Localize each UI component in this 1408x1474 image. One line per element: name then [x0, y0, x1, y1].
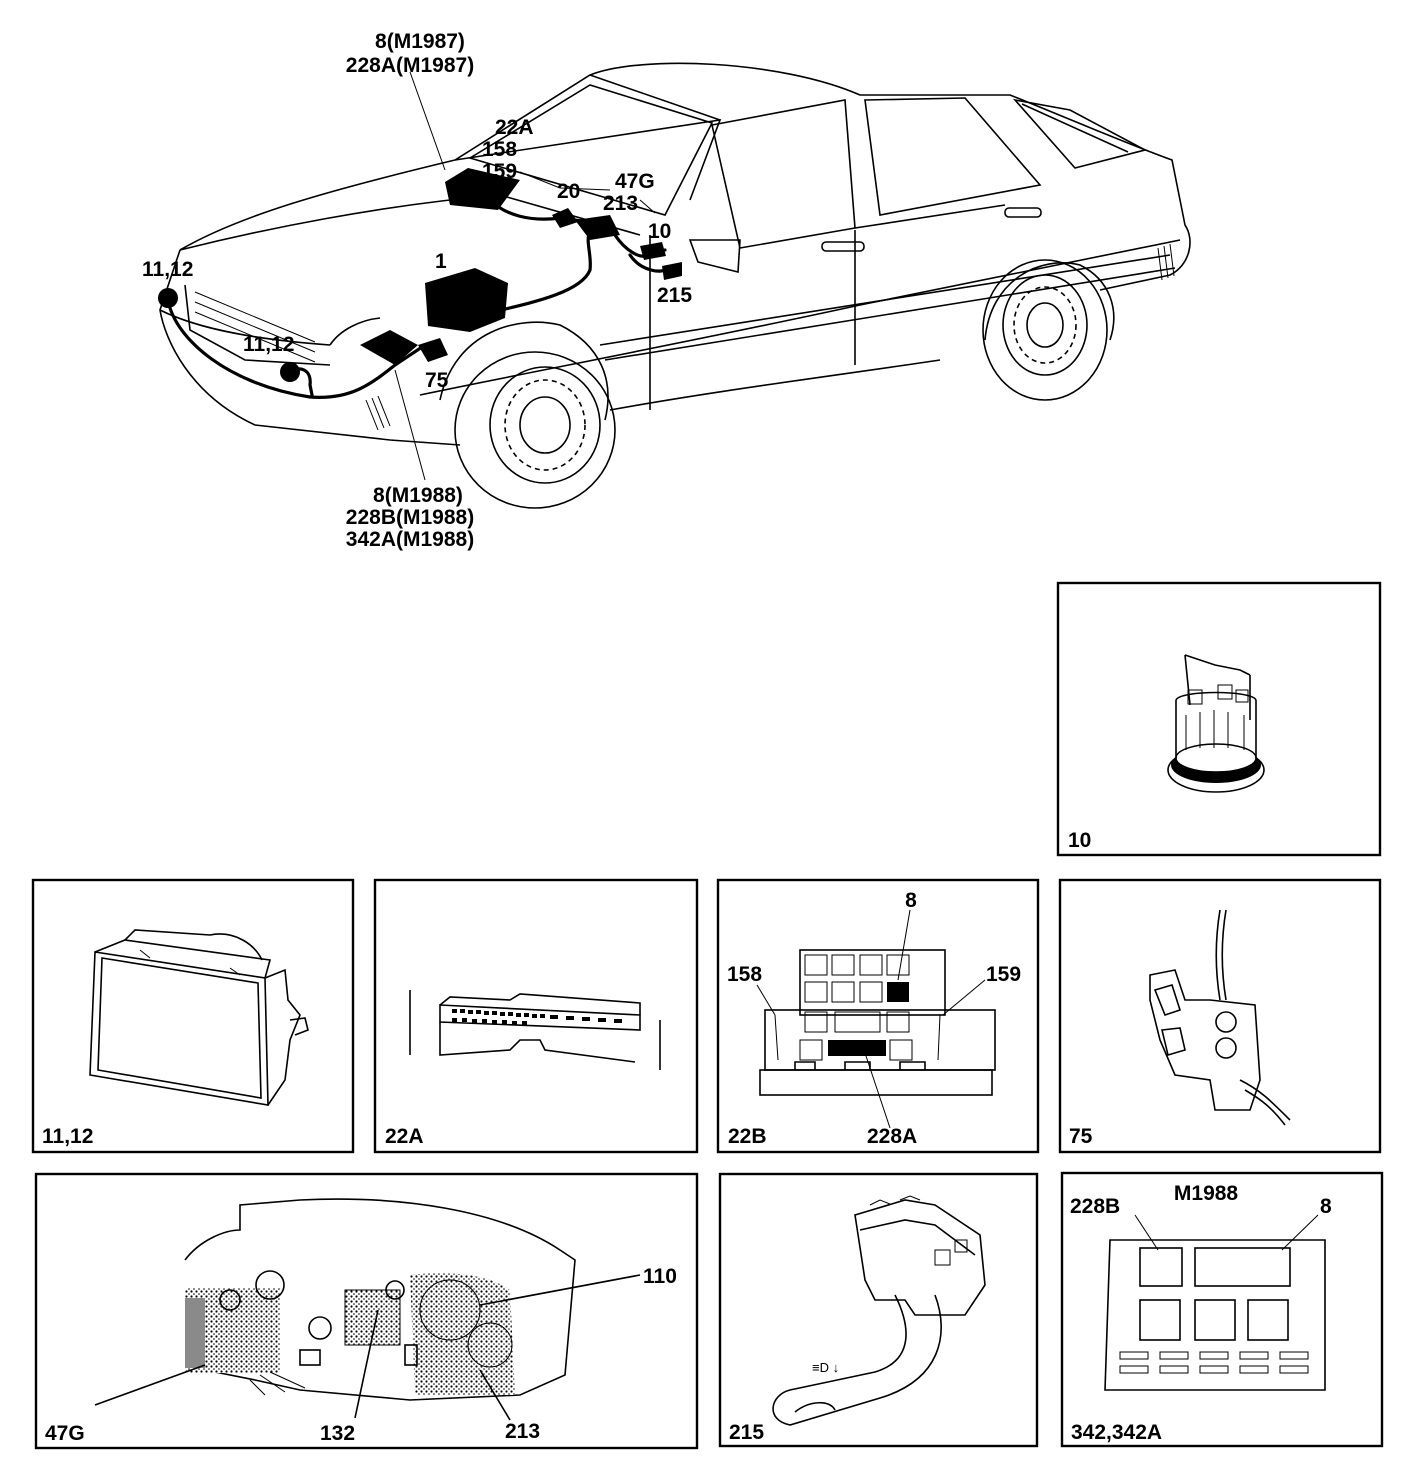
caption-10: 10 [1068, 829, 1091, 852]
label-11-12-right: 11,12 [243, 333, 294, 356]
label-47g-110: 110 [643, 1265, 677, 1288]
panel-75: 75 [1058, 878, 1382, 1154]
label-159: 159 [482, 160, 517, 183]
label-22b-228a: 228A [867, 1125, 917, 1148]
caption-47g: 47G [45, 1422, 85, 1445]
label-75: 75 [425, 369, 449, 392]
label-47g-213: 213 [505, 1420, 540, 1443]
relay-228a [828, 1040, 886, 1056]
panel-47g: 110 132 213 47G [34, 1172, 699, 1450]
headlamp-illustration [89, 929, 309, 1106]
headlamp-left-connector [158, 288, 178, 308]
label-47g: 47G [615, 170, 655, 193]
instrument-cluster-illustration [94, 1198, 641, 1421]
caption-11-12: 11,12 [42, 1125, 93, 1148]
rear-wheel [982, 259, 1115, 401]
label-215: 215 [657, 284, 692, 307]
caption-75: 75 [1069, 1125, 1093, 1148]
switch-illustration [1167, 654, 1265, 793]
sensor-75-illustration [1149, 909, 1291, 1126]
label-22a: 22A [495, 116, 534, 139]
stalk-switch-illustration: ≡D ↓ [772, 1195, 986, 1426]
label-m1988: M1988 [1174, 1182, 1239, 1205]
relay-8 [887, 982, 909, 1002]
caption-22a: 22A [385, 1125, 424, 1148]
front-wheel [439, 321, 616, 509]
label-342-228b: 228B [1070, 1195, 1120, 1218]
headlamp-right-connector [280, 362, 300, 382]
panel-342-342a: M1988 228B 8 342,342A [1060, 1171, 1384, 1448]
component-1 [425, 268, 508, 332]
control-unit-22a-illustration [409, 990, 661, 1070]
label-342a-m1988: 342A(M1988) [346, 528, 474, 551]
label-22b-158: 158 [727, 963, 762, 986]
label-8-m1987: 8(M1987) [375, 30, 465, 53]
fuse-box-22b-illustration [756, 909, 996, 1129]
svg-text:≡D ↓: ≡D ↓ [812, 1360, 839, 1375]
control-unit-22a [445, 168, 520, 210]
label-8-m1988: 8(M1988) [373, 484, 463, 507]
label-158: 158 [482, 138, 517, 161]
label-228a-m1987: 228A(M1987) [346, 54, 474, 77]
panel-22b: 8 158 159 228A 22B [716, 878, 1040, 1154]
relay-plate-illustration [1104, 1214, 1326, 1391]
label-22b-8: 8 [905, 889, 917, 912]
car-illustration: 8(M1987) 228A(M1987) 22A 158 159 20 47G … [142, 30, 1191, 551]
panel-22a: 22A [373, 878, 699, 1154]
label-213: 213 [603, 192, 638, 215]
relay-box [360, 330, 418, 365]
caption-22b: 22B [728, 1125, 767, 1148]
label-22b-159: 159 [986, 963, 1021, 986]
panel-215: ≡D ↓ 215 [718, 1172, 1039, 1448]
label-342-8: 8 [1320, 1195, 1332, 1218]
label-47g-132: 132 [320, 1422, 355, 1445]
panel-11-12: 11,12 [31, 878, 355, 1154]
label-11-12-left: 11,12 [142, 258, 193, 281]
caption-342-342a: 342,342A [1071, 1421, 1162, 1444]
panel-10: 10 [1056, 581, 1382, 857]
label-228b-m1988: 228B(M1988) [346, 506, 474, 529]
label-1: 1 [435, 250, 447, 273]
label-20: 20 [557, 180, 580, 203]
caption-215: 215 [729, 1421, 764, 1444]
label-10: 10 [648, 220, 671, 243]
